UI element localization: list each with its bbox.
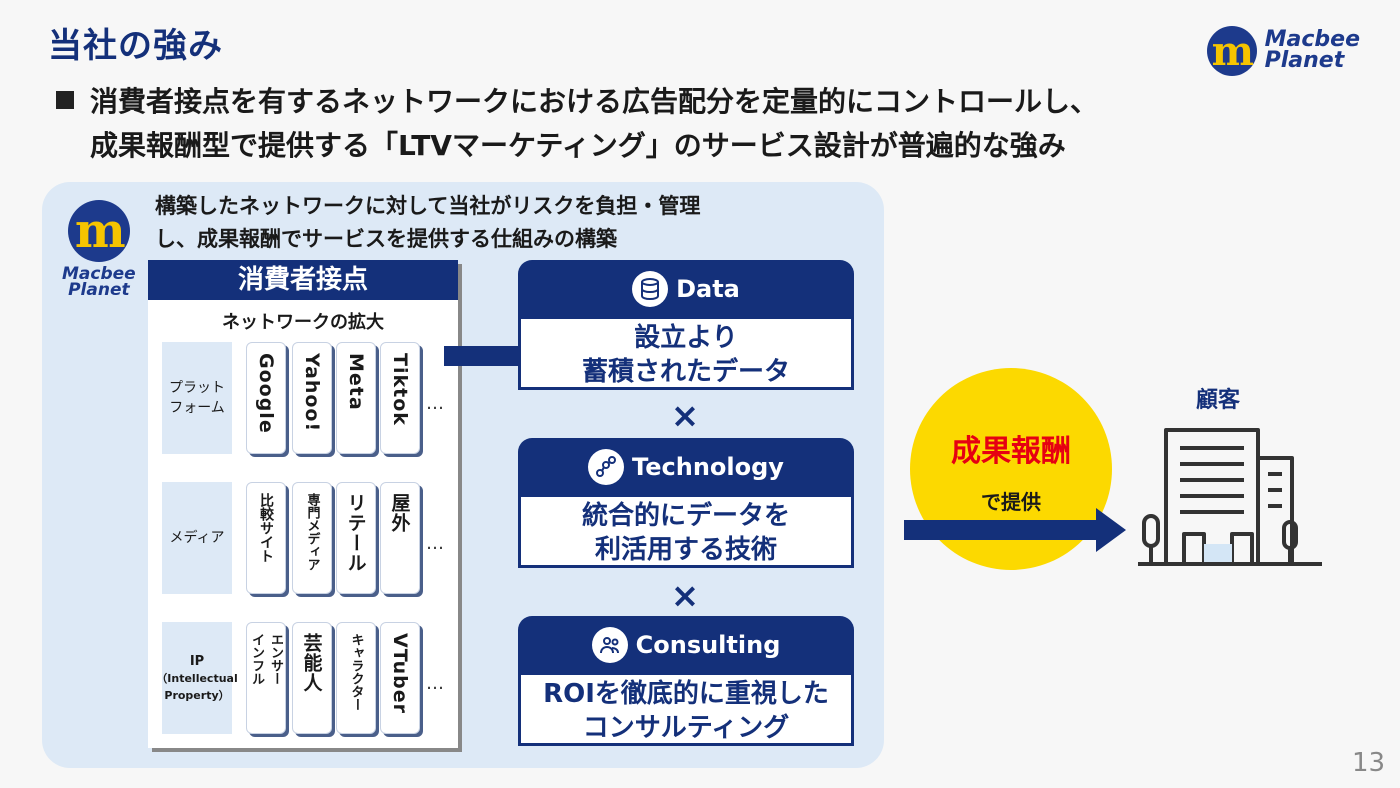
pillar-data-header: Data xyxy=(518,260,854,318)
card-google: Google xyxy=(246,342,286,454)
page-title: 当社の強み xyxy=(48,26,223,66)
more-ellipsis: … xyxy=(426,533,444,554)
card-meta: Meta xyxy=(336,342,376,454)
database-icon xyxy=(632,271,669,307)
card-vtuber: VTuber xyxy=(380,622,420,734)
square-bullet-icon xyxy=(56,91,74,109)
row-label-media: メディア xyxy=(162,482,232,594)
logo-mark-icon: m xyxy=(1206,26,1257,76)
arrow-shaft xyxy=(904,520,1100,540)
card-comparison-site: 比較サイト xyxy=(246,482,286,594)
card-specialized-media: 専門メディア xyxy=(292,482,332,594)
row-label-platform: プラットフォーム xyxy=(162,342,232,454)
times-operator: × xyxy=(670,576,700,616)
card-outdoor: 屋外 xyxy=(380,482,420,594)
pillar-consulting-body: ROIを徹底的に重視したコンサルティング xyxy=(518,672,854,746)
customer-label: 顧客 xyxy=(1196,388,1241,413)
building-icon xyxy=(1136,424,1326,574)
card-tiktok: Tiktok xyxy=(380,342,420,454)
network-icon xyxy=(588,449,625,485)
pillar-consulting-header: Consulting xyxy=(518,616,854,674)
pillar-technology-body: 統合的にデータを利活用する技術 xyxy=(518,494,854,568)
times-operator: × xyxy=(670,396,700,436)
touchpoint-header: 消費者接点 xyxy=(148,260,458,300)
pillar-data-body: 設立より蓄積されたデータ xyxy=(518,316,854,390)
card-influencer: インフルエンサー xyxy=(246,622,286,734)
arrow-right-icon xyxy=(1096,508,1126,552)
arrow-shaft xyxy=(444,346,524,366)
touchpoint-subtitle: ネットワークの拡大 xyxy=(222,312,384,333)
headline-line-2: 成果報酬型で提供する「LTVマーケティング」のサービス設計が普遍的な強み xyxy=(90,129,1066,162)
card-yahoo: Yahoo! xyxy=(292,342,332,454)
card-character: キャラクター xyxy=(336,622,376,734)
more-ellipsis: … xyxy=(426,673,444,694)
card-retail: リテール xyxy=(336,482,376,594)
people-icon xyxy=(591,627,628,663)
panel-caption: 構築したネットワークに対して当社がリスクを負担・管理 し、成果報酬でサービスを提… xyxy=(155,194,701,251)
headline: 消費者接点を有するネットワークにおける広告配分を定量的にコントロールし、 成果報… xyxy=(56,80,1376,168)
more-ellipsis: … xyxy=(426,393,444,414)
headline-line-1: 消費者接点を有するネットワークにおける広告配分を定量的にコントロールし、 xyxy=(90,85,1099,118)
result-sub: で提供 xyxy=(981,490,1041,514)
result-main: 成果報酬 xyxy=(951,434,1071,469)
pillar-technology-header: Technology xyxy=(518,438,854,496)
logo-mark-icon: m xyxy=(67,200,130,262)
page-number: 13 xyxy=(1352,748,1386,778)
card-celebrity: 芸能人 xyxy=(292,622,332,734)
